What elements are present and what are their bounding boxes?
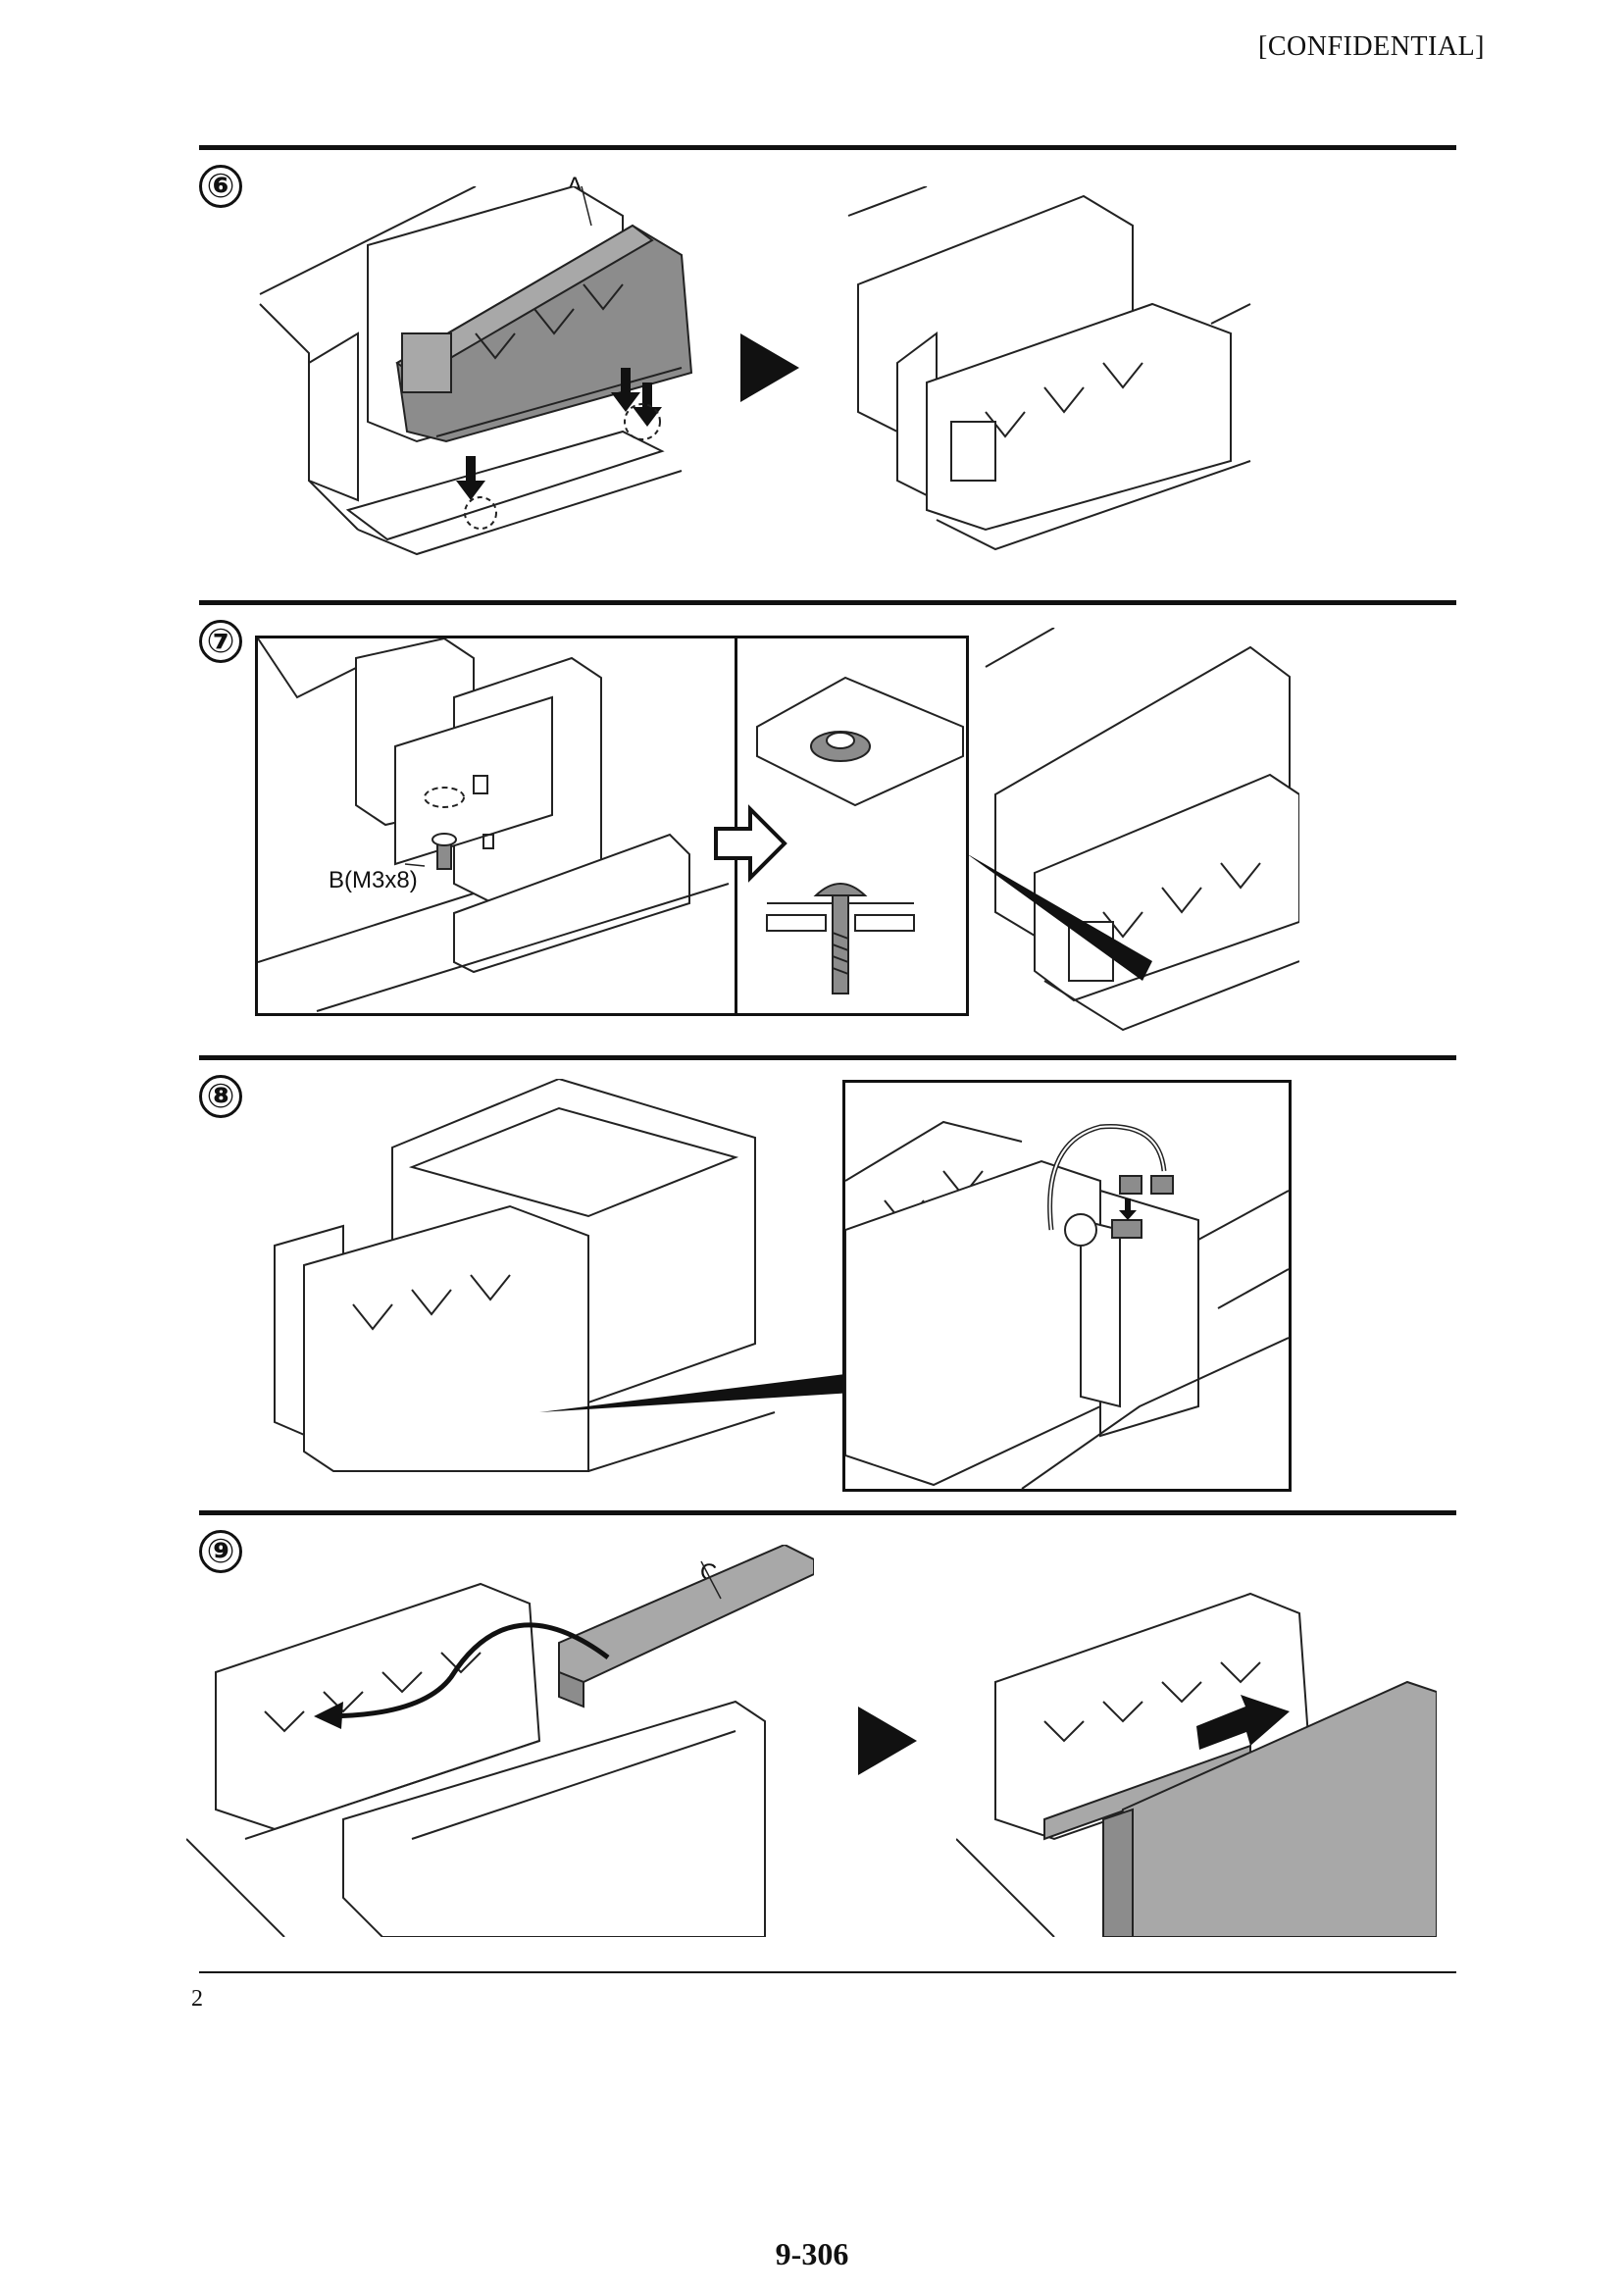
step-9-rule — [199, 1510, 1456, 1515]
step-9-arrow — [858, 1707, 917, 1775]
confidential-label: [CONFIDENTIAL] — [1258, 31, 1485, 62]
step-7-number: ⑦ — [199, 620, 242, 663]
step-7-rule — [199, 600, 1456, 605]
step-9-illustration-after — [956, 1592, 1437, 1937]
step-6-arrow — [740, 333, 799, 402]
step-9-number: ⑨ — [199, 1530, 242, 1573]
step-6-number: ⑥ — [199, 165, 242, 208]
step-8-illustration-overview — [274, 1079, 853, 1472]
step-8-number: ⑧ — [199, 1075, 242, 1118]
callout-b: B(M3x8) — [329, 867, 418, 893]
step-7-detail-divider — [735, 636, 737, 1016]
step-8-illustration-connector — [845, 1120, 1289, 1489]
footer-rule — [199, 1971, 1456, 1973]
step-6-illustration-after — [847, 186, 1251, 551]
step-6-rule — [199, 145, 1456, 150]
step-8-rule — [199, 1055, 1456, 1060]
step-7-hollow-arrow — [714, 804, 787, 883]
step-9-illustration-before — [186, 1545, 814, 1937]
step-7-illustration-section — [756, 676, 964, 994]
step-6-illustration-before — [259, 186, 693, 556]
footer-left-number: 2 — [191, 1986, 203, 2012]
step-7-illustration-overview — [966, 628, 1299, 1032]
step-7-illustration-screw — [258, 638, 730, 1012]
page-number: 9-306 — [775, 2236, 849, 2271]
